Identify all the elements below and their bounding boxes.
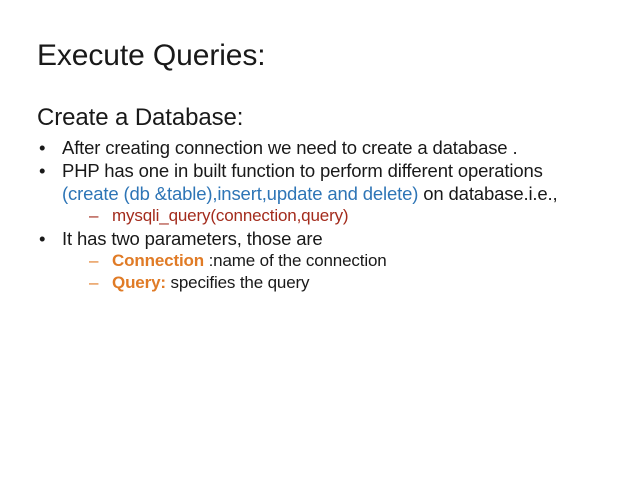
sub-list-item: – mysqli_query(connection,query) bbox=[87, 205, 627, 227]
sub-list-item: – Connection :name of the connection bbox=[87, 250, 627, 272]
bullet-text: After creating connection we need to cre… bbox=[62, 137, 518, 158]
sub-bullet-definition: specifies the query bbox=[165, 273, 310, 292]
bullet-text-operations-highlight: (create (db &table),insert,update and de… bbox=[62, 183, 419, 204]
sub-bullet-marker-icon: – bbox=[89, 273, 99, 292]
sub-bullet-term-connection: Connection bbox=[112, 251, 204, 270]
page-title: Execute Queries: bbox=[37, 39, 266, 72]
bullet-marker-icon: • bbox=[39, 228, 46, 249]
sub-bullet-term-query: Query: bbox=[112, 273, 166, 292]
bullet-text-line1: PHP has one in built function to perform… bbox=[62, 160, 543, 181]
sub-bullet-function-signature: mysqli_query(connection,query) bbox=[112, 206, 349, 225]
sub-bullet-list: – mysqli_query(connection,query) bbox=[62, 205, 627, 227]
list-item: • It has two parameters, those are – Con… bbox=[37, 227, 627, 294]
list-item: • PHP has one in built function to perfo… bbox=[37, 159, 627, 227]
slide-body: Create a Database: • After creating conn… bbox=[37, 103, 627, 294]
sub-bullet-list: – Connection :name of the connection – Q… bbox=[62, 250, 627, 294]
sub-bullet-definition: :name of the connection bbox=[204, 251, 387, 270]
sub-bullet-marker-icon: – bbox=[89, 206, 99, 225]
sub-list-item: – Query: specifies the query bbox=[87, 272, 627, 294]
list-item: • After creating connection we need to c… bbox=[37, 136, 627, 159]
section-subheading: Create a Database: bbox=[37, 104, 244, 131]
bullet-list: • After creating connection we need to c… bbox=[37, 136, 627, 294]
bullet-text: It has two parameters, those are bbox=[62, 228, 323, 249]
bullet-text-line2-rest: on database.i.e., bbox=[418, 183, 558, 204]
bullet-marker-icon: • bbox=[39, 137, 46, 158]
sub-bullet-marker-icon: – bbox=[89, 251, 99, 270]
bullet-marker-icon: • bbox=[39, 160, 46, 181]
